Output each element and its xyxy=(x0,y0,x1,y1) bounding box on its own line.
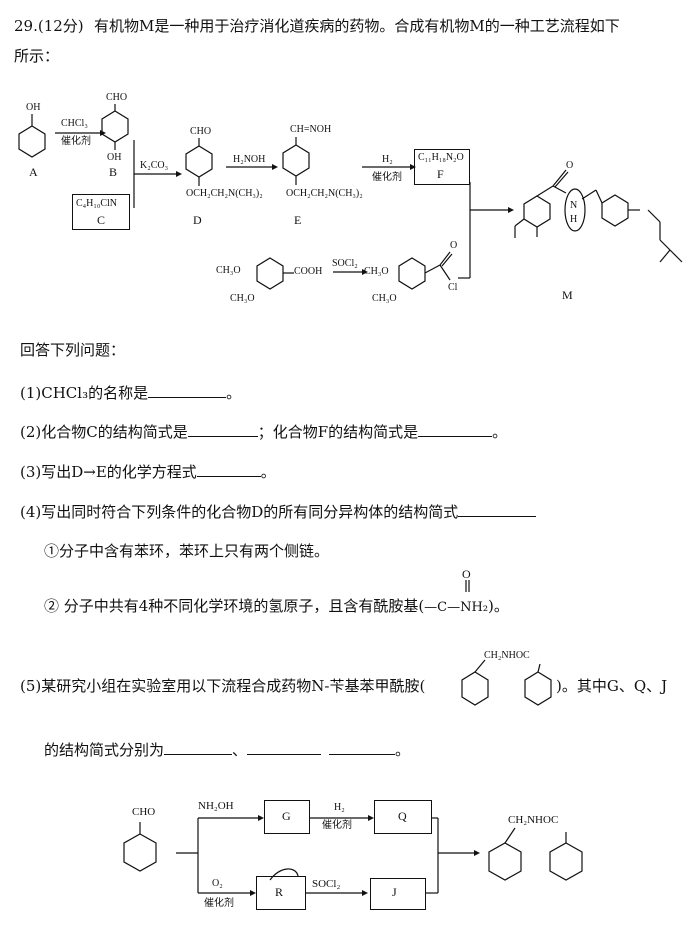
reagent-h2: H₂ xyxy=(382,154,393,165)
sub-d: OCH₂CH₂N(CH₃)₂ xyxy=(186,188,263,199)
label-m: M xyxy=(562,288,573,302)
s2-socl2: SOCl₂ xyxy=(312,878,341,890)
q5-end: )。其中G、Q、J xyxy=(556,677,668,695)
question-intro-cont: 所示： xyxy=(14,47,60,65)
s2-o2: O₂ xyxy=(212,878,223,889)
q1: (1)CHCl₃的名称是。 xyxy=(20,383,242,402)
reagent-catalyst-ab: 催化剂 xyxy=(61,136,91,147)
reagent-chcl3: CHCl₃ xyxy=(61,118,88,129)
acyl-o: O xyxy=(450,240,458,251)
q2-blank-c[interactable] xyxy=(187,422,258,437)
reagent-h2noh: H₂NOH xyxy=(233,154,266,165)
box-j xyxy=(370,878,426,910)
m-n: N xyxy=(570,200,578,211)
answer-prompt: 回答下列问题： xyxy=(20,341,126,359)
acyl-ch3o-bottom: CH₃O xyxy=(372,293,397,304)
ring-m-left xyxy=(523,195,551,228)
s2-j: J xyxy=(392,885,397,899)
ring-benzaldehyde xyxy=(123,833,157,872)
label-b: B xyxy=(109,165,118,179)
q5: (5)某研究小组在实验室用以下流程合成药物N-苄基苯甲酰胺( xyxy=(20,677,426,695)
acyl-cl: Cl xyxy=(448,282,458,293)
label-ch-noh: CH=NOH xyxy=(290,124,332,135)
ring-b xyxy=(101,110,129,143)
s2-product: CH₂NHOC xyxy=(508,814,559,826)
reagent-catalyst-ef: 催化剂 xyxy=(372,172,402,183)
ring-q5-right xyxy=(524,671,552,706)
question-number: 29.(12分) xyxy=(14,17,84,35)
s2-cat2: 催化剂 xyxy=(204,898,234,909)
s2-r: R xyxy=(275,885,284,899)
label-e: E xyxy=(294,213,302,227)
acyl-ch3o-top: CH₃O xyxy=(364,266,389,277)
box-q xyxy=(374,800,432,834)
ring-product-left xyxy=(488,842,522,881)
label-f: F xyxy=(437,167,444,181)
formula-c: C₄H₁₀ClN xyxy=(76,198,118,209)
ring-acyl xyxy=(398,257,426,290)
label-oh-a: OH xyxy=(26,102,41,113)
q5-product-label: CH₂NHOC xyxy=(484,650,530,661)
ring-q5-left xyxy=(461,671,489,706)
label-oh-b: OH xyxy=(107,152,122,163)
reagent-socl2: SOCl₂ xyxy=(332,258,358,269)
q3-blank[interactable] xyxy=(196,462,261,477)
q4-blank[interactable] xyxy=(458,502,537,517)
q5-line2: 的结构简式分别为、。 xyxy=(44,740,411,759)
label-d: D xyxy=(193,213,202,227)
s2-nh2oh: NH₂OH xyxy=(198,800,234,812)
label-cho-d: CHO xyxy=(190,126,212,137)
s2-cho: CHO xyxy=(132,806,156,818)
sub-e: OCH₂CH₂N(CH₃)₂ xyxy=(286,188,363,199)
q3: (3)写出D→E的化学方程式。 xyxy=(20,462,276,481)
acid-cooh: COOH xyxy=(294,266,323,277)
ring-e xyxy=(282,144,310,177)
amide-o: O xyxy=(462,567,471,581)
acid-ch3o-top: CH₃O xyxy=(216,265,241,276)
box-g xyxy=(264,800,310,834)
q4: (4)写出同时符合下列条件的化合物D的所有同分异构体的结构简式 xyxy=(20,502,537,522)
ring-d xyxy=(185,145,213,178)
question-intro: 有机物M是一种用于治疗消化道疾病的药物。合成有机物M的一种工艺流程如下 xyxy=(94,17,620,35)
ring-m-right xyxy=(601,194,629,227)
label-a: A xyxy=(29,165,38,179)
box-f xyxy=(414,149,470,185)
reagent-k2co3: K₂CO₃ xyxy=(140,160,169,171)
s2-h2: H₂ xyxy=(334,802,345,813)
box-r xyxy=(256,876,306,910)
label-c: C xyxy=(97,213,106,227)
m-h: H xyxy=(570,214,578,225)
q5-blank-j[interactable] xyxy=(329,740,396,755)
ring-acid xyxy=(256,257,284,290)
label-cho-b: CHO xyxy=(106,92,128,103)
s2-q: Q xyxy=(398,809,407,823)
q5-blank-g[interactable] xyxy=(164,740,233,755)
q5-blank-q[interactable] xyxy=(247,740,322,755)
q1-blank[interactable] xyxy=(148,383,227,398)
ring-a xyxy=(18,125,46,158)
formula-f: C₁₁H₁₈N₂O xyxy=(418,152,464,163)
q4-condition-2: ② 分子中共有4种不同化学环境的氢原子，且含有酰胺基(—C—NH₂)。 xyxy=(44,597,509,615)
q4-condition-1: ①分子中含有苯环，苯环上只有两个侧链。 xyxy=(44,542,330,560)
s2-cat1: 催化剂 xyxy=(322,820,352,831)
box-c xyxy=(72,194,130,230)
q2: (2)化合物C的结构简式是；化合物F的结构简式是。 xyxy=(20,422,508,441)
acid-ch3o-bottom: CH₃O xyxy=(230,293,255,304)
m-o: O xyxy=(566,160,574,171)
q2-blank-f[interactable] xyxy=(418,422,493,437)
amide-group: —C—NH₂ xyxy=(424,600,489,615)
ring-product-right xyxy=(549,842,583,881)
s2-g: G xyxy=(282,809,291,823)
circled-nh xyxy=(564,188,586,232)
